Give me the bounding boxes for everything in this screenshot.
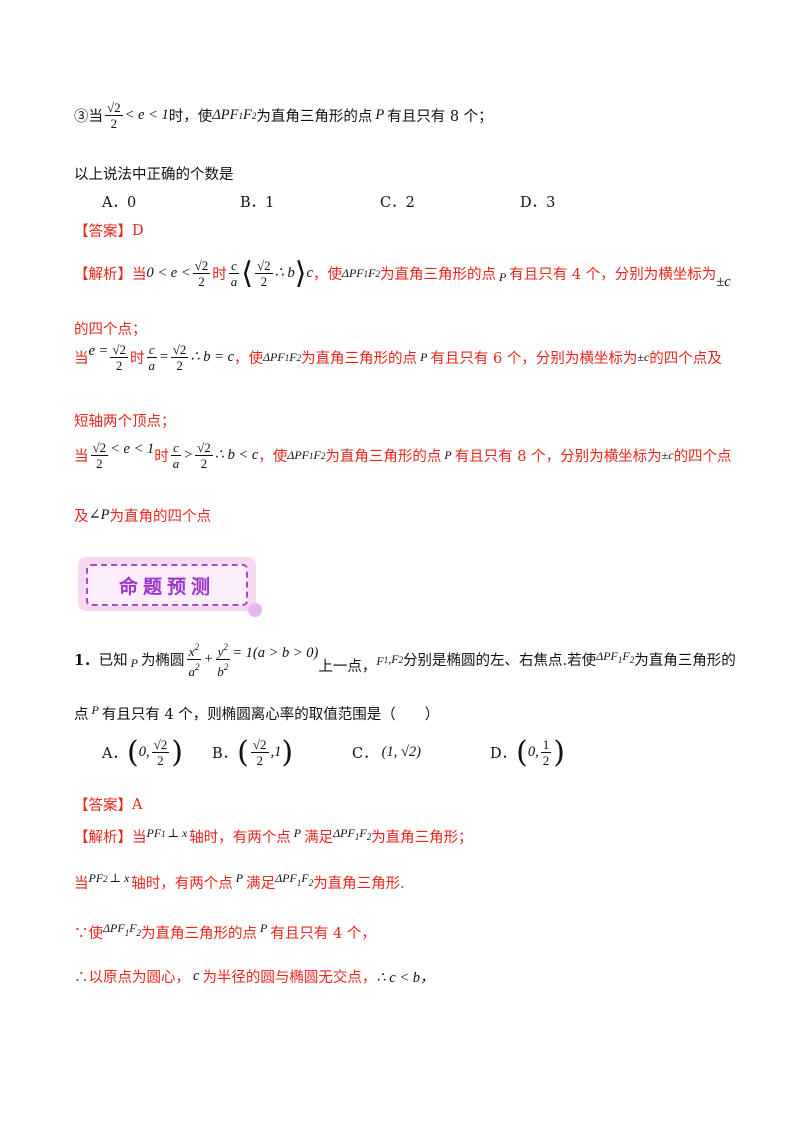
- answer-1: 【答案】D: [74, 222, 144, 241]
- question-stem: 以上说法中正确的个数是: [74, 167, 234, 183]
- section-banner: 命题预测: [78, 557, 262, 617]
- answer-2: 【答案】A: [74, 796, 143, 815]
- choices-row-1: A．0 B．1 C．2 D．3: [102, 191, 555, 212]
- analysis-1-line-2: 的四个点；: [74, 322, 147, 338]
- choice-c[interactable]: C． (1, √2): [352, 744, 421, 762]
- analysis-1-line-6: 及 ∠P 为直角的四个点: [74, 507, 212, 525]
- banner-decoration: [248, 603, 262, 617]
- banner-title: 命题预测: [118, 575, 215, 598]
- question-1-line-2: 点 P 有且只有 4 个，则椭圆离心率的取值范围是（ ）: [74, 703, 440, 723]
- choice-d[interactable]: D．3: [520, 195, 556, 211]
- choice-b[interactable]: B．1: [240, 195, 275, 211]
- choice-c[interactable]: C．2: [380, 195, 415, 211]
- analysis-2-line-4: ∴以原点为圆心， c 为半径的圆与椭圆无交点， ∴ c < b，: [74, 968, 435, 986]
- choice-a[interactable]: A．0: [102, 195, 137, 211]
- analysis-1-line-4: 短轴两个顶点；: [74, 414, 176, 430]
- banner-frame: 命题预测: [86, 564, 248, 606]
